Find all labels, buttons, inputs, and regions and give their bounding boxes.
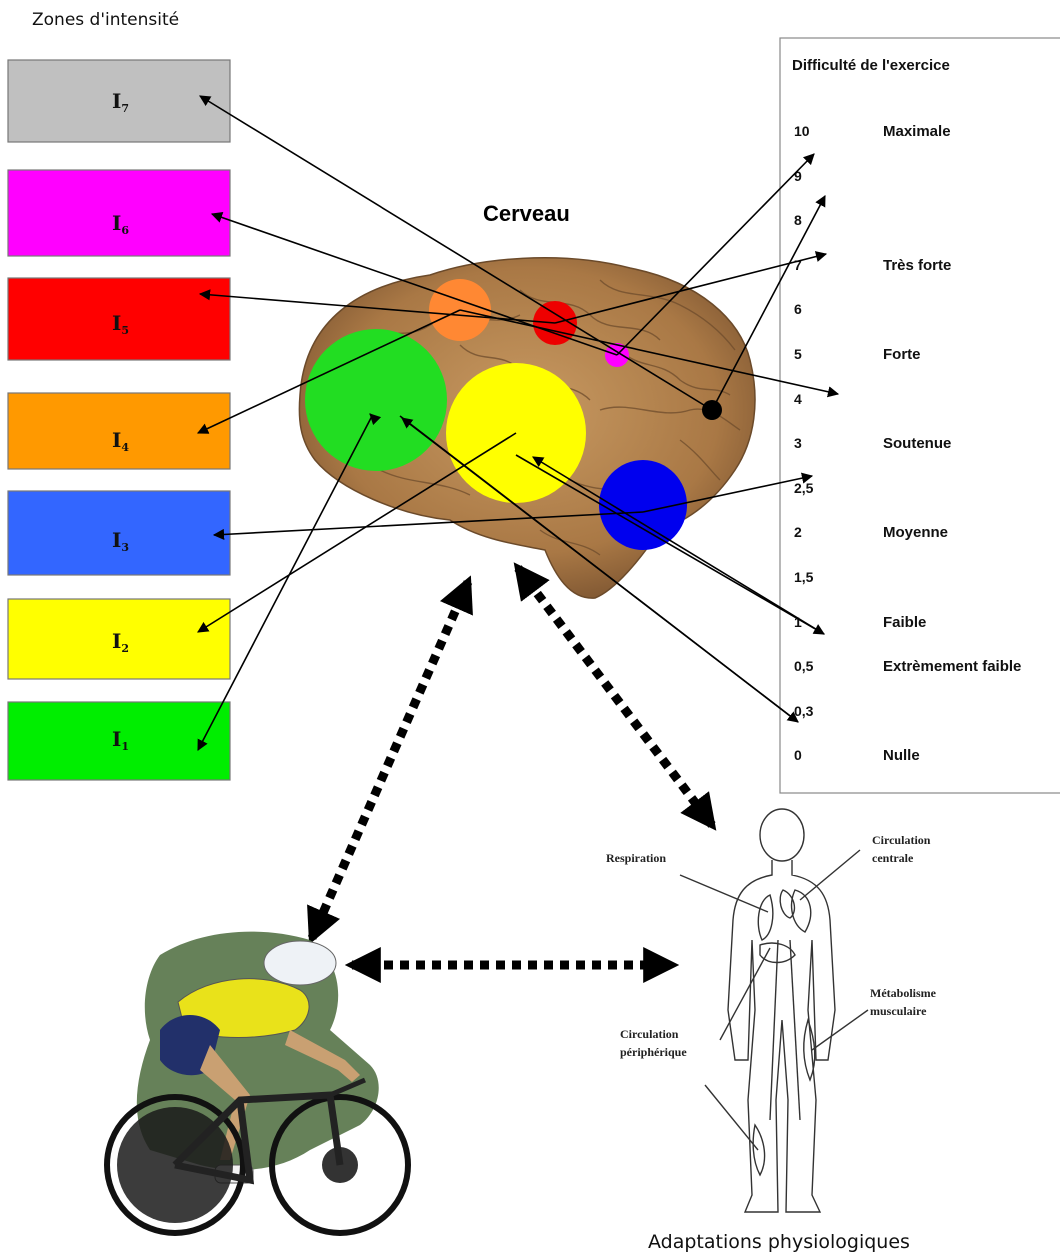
scale-value: 0,5 [794,658,814,674]
label-circulation-centrale-2: centrale [872,851,914,865]
human-body-outline [680,809,868,1212]
scale-value: 0,3 [794,703,814,719]
scale-value: 8 [794,212,802,228]
scale-value: 1,5 [794,569,814,585]
zone-box-i1: I1 [8,702,230,780]
scale-description: Extrèmement faible [883,658,1021,675]
label-metabolisme-2: musculaire [870,1004,927,1018]
label-circulation-centrale-1: Circulation [872,833,931,847]
scale-description: Moyenne [883,524,948,541]
scale-title: Difficulté de l'exercice [792,57,950,74]
scale-description: Soutenue [883,435,951,452]
zone-box-i4: I4 [8,393,230,469]
label-respiration: Respiration [606,851,666,865]
label-circulation-peripherique-1: Circulation [620,1027,679,1041]
brain-illustration [299,258,755,598]
label-metabolisme-1: Métabolisme [870,986,937,1000]
cyclist-illustration [107,932,408,1233]
scale-value: 5 [794,346,802,362]
scale-value: 3 [794,435,802,451]
scale-description: Maximale [883,123,951,140]
label-circulation-peripherique-2: périphérique [620,1045,687,1059]
zone-box-i3: I3 [8,491,230,575]
feedback-arrows [312,568,712,965]
scale-description: Faible [883,614,926,631]
scale-value: 0 [794,747,802,763]
scale-value: 2,5 [794,480,814,496]
scale-value: 7 [794,257,802,273]
scale-value: 10 [794,123,810,139]
scale-description: Très forte [883,257,951,274]
scale-description: Nulle [883,747,920,764]
scale-description: Forte [883,346,921,363]
adaptations-title: Adaptations physiologiques [648,1231,910,1253]
scale-value: 2 [794,524,802,540]
scale-value: 6 [794,301,802,317]
zone-box-i7: I7 [8,60,230,142]
zone-box-i2: I2 [8,599,230,679]
zone-box-i6: I6 [8,170,230,256]
zone-boxes: I7 I6 I5 I4 I3 I2 I1 [8,60,230,780]
scale-value: 4 [794,391,802,407]
zone-box-i5: I5 [8,278,230,360]
brain-title: Cerveau [483,201,570,226]
zones-title: Zones d'intensité [32,10,179,30]
